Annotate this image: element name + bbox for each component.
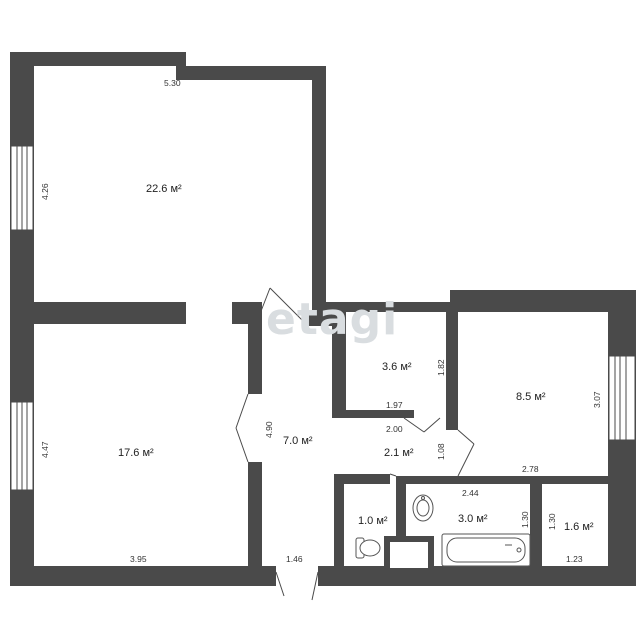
wall-storage-top [312, 302, 460, 312]
door-icon [255, 287, 307, 325]
dimension-label: 1.30 [547, 513, 557, 530]
wall-left [10, 52, 34, 586]
room-area-label: 8.5 м² [516, 391, 546, 403]
dimension-label: 1.30 [520, 511, 530, 528]
dimension-label: 2.78 [522, 464, 539, 474]
door-icon [275, 571, 319, 601]
dimension-label: 5.30 [164, 78, 181, 88]
watermark: etagi [266, 294, 398, 345]
door-icon [389, 473, 397, 477]
wall-mid-left [34, 302, 186, 324]
window-icon [10, 401, 34, 491]
room-area-label: 3.0 м² [458, 513, 488, 525]
shaft-interior [390, 542, 428, 568]
wall-storage-left [332, 302, 346, 412]
wall-room1-right [312, 66, 326, 316]
room-area-label: 22.6 м² [146, 183, 182, 195]
window-icon [608, 355, 636, 441]
wall-right-top [450, 290, 636, 312]
door-icon [457, 429, 475, 477]
room-area-label: 17.6 м² [118, 447, 154, 459]
wall-room2-right-bottom [248, 462, 262, 572]
door-icon [235, 393, 249, 463]
dimension-label: 1.08 [436, 443, 446, 460]
dimension-label: 4.26 [40, 183, 50, 200]
wall-bath-top [404, 476, 458, 484]
wall-storage-bottom [332, 410, 414, 418]
bathtub-icon [441, 533, 531, 567]
wall-small-room-left [530, 484, 542, 570]
wall-hall-top-left [306, 312, 332, 326]
doors [235, 287, 475, 601]
window-icon [10, 145, 34, 231]
dimension-label: 3.07 [592, 391, 602, 408]
dimension-label: 1.82 [436, 359, 446, 376]
windows [10, 145, 636, 491]
wall-right-room-bottom [458, 476, 608, 484]
dimension-label: 3.95 [130, 554, 147, 564]
wall-right-room-left-top [446, 302, 458, 430]
wall-bottom-left [10, 566, 276, 586]
dimension-label: 4.90 [264, 421, 274, 438]
sink-icon [412, 494, 434, 522]
dimension-label: 2.44 [462, 488, 479, 498]
wall-bottom-right [318, 566, 636, 586]
wall-top [10, 52, 186, 66]
wall-toilet-top [334, 474, 390, 484]
room-area-label: 3.6 м² [382, 361, 412, 373]
room-area-label: 1.6 м² [564, 521, 594, 533]
room-area-label: 7.0 м² [283, 435, 313, 447]
dimension-label: 1.97 [386, 400, 403, 410]
wall-top-right [186, 66, 326, 80]
wall-toilet-right [396, 476, 406, 536]
dimension-label: 1.23 [566, 554, 583, 564]
dimension-label: 2.00 [386, 424, 403, 434]
dimension-label: 4.47 [40, 441, 50, 458]
toilet-icon [355, 537, 381, 559]
door-icon [403, 417, 441, 433]
dimension-label: 1.46 [286, 554, 303, 564]
wall-top-step [176, 52, 186, 80]
wall-room2-right-top [248, 302, 262, 394]
room-area-label: 2.1 м² [384, 447, 414, 459]
room-area-label: 1.0 м² [358, 515, 388, 527]
wall-toilet-left [334, 474, 344, 574]
